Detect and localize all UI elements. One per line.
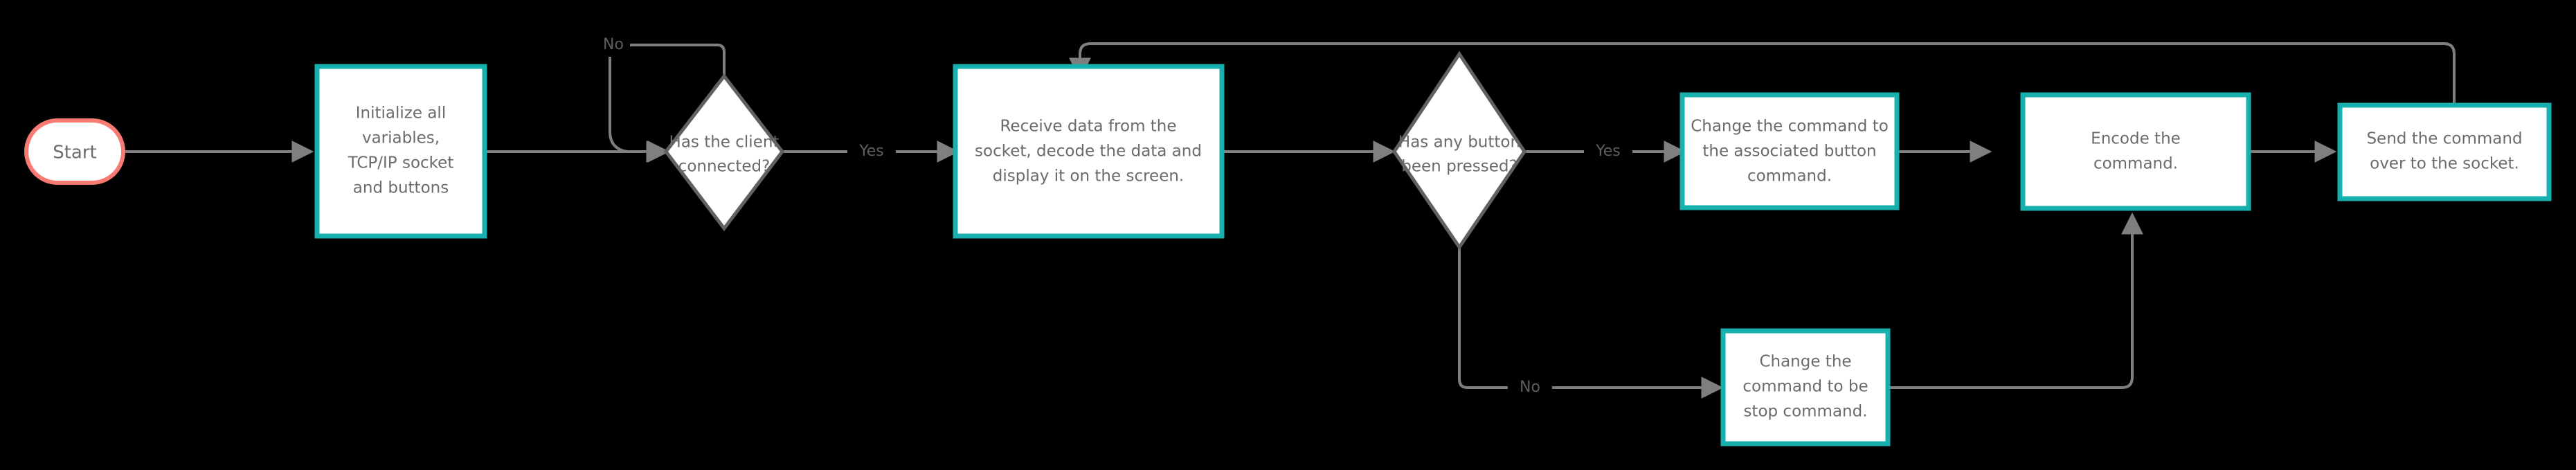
node-encode-command[interactable]: Encode the command. bbox=[2020, 92, 2251, 211]
encode-command-shape bbox=[2020, 92, 2251, 211]
edge-send-to-receive-feedback bbox=[1069, 42, 2456, 105]
edge-no-client-loopback bbox=[609, 44, 726, 163]
start-label: Start bbox=[53, 143, 97, 163]
receive-data-shape bbox=[953, 64, 1225, 239]
edge-label-yes-client-text: Yes bbox=[858, 143, 884, 160]
start-shape bbox=[24, 118, 125, 185]
initialize-line-2: variables, bbox=[362, 129, 440, 147]
initialize-line-4: and buttons bbox=[353, 179, 449, 197]
edge-label-yes-client: Yes bbox=[847, 140, 896, 163]
send-command-line-1: Send the command bbox=[2366, 130, 2522, 148]
node-client-connected-decision[interactable]: Has the client connected? bbox=[663, 73, 785, 232]
initialize-line-1: Initialize all bbox=[356, 105, 446, 123]
button-pressed-line-1: Has any button bbox=[1398, 134, 1520, 152]
receive-data-line-1: Receive data from the bbox=[1000, 118, 1176, 136]
change-to-stop-command-shape bbox=[1720, 328, 1891, 446]
edge-label-yes-button-text: Yes bbox=[1595, 143, 1621, 160]
encode-command-line-2: command. bbox=[2093, 155, 2178, 173]
button-pressed-line-2: been pressed? bbox=[1401, 158, 1517, 176]
node-receive-data[interactable]: Receive data from the socket, decode the… bbox=[953, 64, 1225, 239]
send-command-line-2: over to the socket. bbox=[2370, 155, 2519, 173]
edge-label-yes-button: Yes bbox=[1584, 140, 1632, 163]
change-to-stop-command-line-3: stop command. bbox=[1743, 403, 1867, 421]
change-to-button-command-line-3: command. bbox=[1747, 168, 1832, 186]
receive-data-line-2: socket, decode the data and bbox=[975, 143, 1202, 161]
client-connected-shape bbox=[663, 73, 785, 232]
send-command-shape bbox=[2337, 102, 2552, 201]
encode-command-line-1: Encode the bbox=[2091, 130, 2181, 148]
receive-data-line-3: display it on the screen. bbox=[993, 168, 1184, 186]
edge-stop-command-to-encode bbox=[1888, 212, 2143, 389]
initialize-shape bbox=[314, 64, 487, 239]
edge-label-no-client-text: No bbox=[603, 36, 624, 53]
change-to-button-command-shape bbox=[1679, 92, 1900, 210]
node-button-pressed-decision[interactable]: Has any button been pressed? bbox=[1391, 51, 1527, 251]
node-change-to-stop-command[interactable]: Change the command to be stop command. bbox=[1720, 328, 1891, 446]
client-connected-line-1: Has the client bbox=[669, 134, 780, 152]
change-to-stop-command-line-2: command to be bbox=[1742, 378, 1868, 396]
change-to-button-command-line-2: the associated button bbox=[1702, 143, 1876, 161]
edge-label-no-button-text: No bbox=[1520, 379, 1540, 396]
change-to-stop-command-line-1: Change the bbox=[1759, 353, 1851, 371]
initialize-line-3: TCP/IP socket bbox=[348, 154, 454, 172]
edge-label-no-button: No bbox=[1508, 376, 1552, 399]
change-to-button-command-line-1: Change the command to bbox=[1691, 118, 1889, 136]
node-start[interactable]: Start bbox=[24, 118, 125, 185]
edge-no-button-to-stop-command bbox=[1458, 247, 1724, 399]
node-initialize[interactable]: Initialize all variables, TCP/IP socket … bbox=[314, 64, 487, 239]
node-change-to-button-command[interactable]: Change the command to the associated but… bbox=[1679, 92, 1900, 210]
client-connected-line-2: connected? bbox=[678, 158, 771, 176]
button-pressed-shape bbox=[1391, 51, 1527, 251]
node-send-command[interactable]: Send the command over to the socket. bbox=[2337, 102, 2552, 201]
edge-label-no-client: No bbox=[597, 33, 629, 57]
